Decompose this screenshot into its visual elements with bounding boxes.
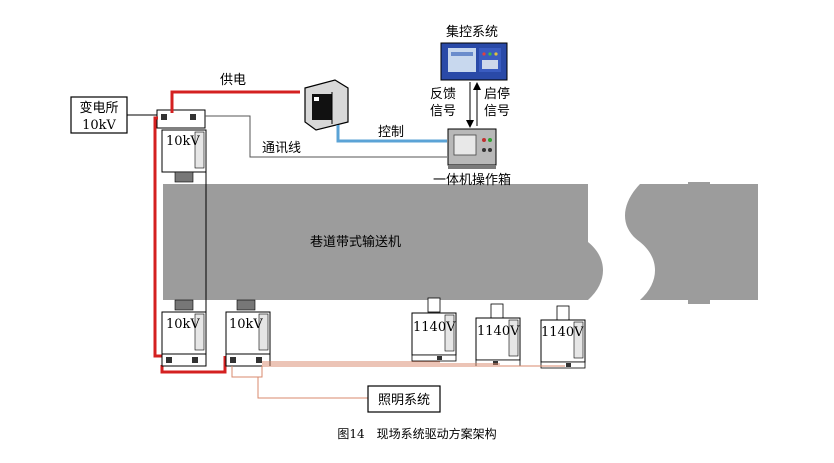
drive-top-left-voltage: 10kV — [166, 134, 200, 149]
drive-tail-2 — [475, 303, 521, 367]
integrated-operation-box — [447, 128, 497, 169]
signal-arrows — [466, 82, 481, 128]
drive-bottom-second — [225, 299, 271, 367]
switchgear-cabinet — [304, 79, 349, 131]
control-cable — [336, 125, 447, 143]
start-stop-signal-label-1: 启停 — [484, 86, 510, 102]
comm-line-label: 通讯线 — [262, 141, 301, 156]
power-cable — [153, 90, 300, 374]
substation-name: 变电所 — [79, 100, 118, 116]
conveyor-label: 巷道带式输送机 — [310, 234, 401, 250]
substation-voltage: 10kV — [82, 118, 116, 133]
drive-bottom-left — [161, 299, 207, 367]
power-supply-label: 供电 — [220, 73, 246, 88]
control-label: 控制 — [378, 125, 404, 140]
feedback-signal-label-2: 信号 — [430, 104, 456, 119]
drive-tail-3-voltage: 1140V — [541, 325, 584, 340]
drive-bottom-second-voltage: 10kV — [229, 317, 263, 332]
figure-caption: 图14 现场系统驱动方案架构 — [337, 426, 496, 441]
lighting-cables — [231, 361, 565, 399]
drive-top-left — [161, 129, 207, 183]
lighting-system: 照明系统 — [367, 385, 441, 413]
drive-tail-2-voltage: 1140V — [477, 324, 520, 339]
feedback-signal-label-1: 反馈 — [430, 87, 456, 102]
comm-line — [205, 115, 447, 158]
conveyor-belt — [163, 182, 758, 304]
lighting-label: 照明系统 — [378, 393, 430, 408]
drive-tail-1-voltage: 1140V — [413, 320, 456, 335]
central-control-panel — [440, 42, 508, 81]
drive-tail-1 — [411, 297, 457, 362]
substation: 变电所 10kV — [70, 96, 128, 134]
central-control-label: 集控系统 — [446, 24, 498, 40]
integrated-box-label: 一体机操作箱 — [433, 172, 511, 188]
drive-tail-3 — [540, 305, 586, 369]
start-stop-signal-label-2: 信号 — [484, 104, 510, 119]
drive-bottom-left-voltage: 10kV — [166, 317, 200, 332]
